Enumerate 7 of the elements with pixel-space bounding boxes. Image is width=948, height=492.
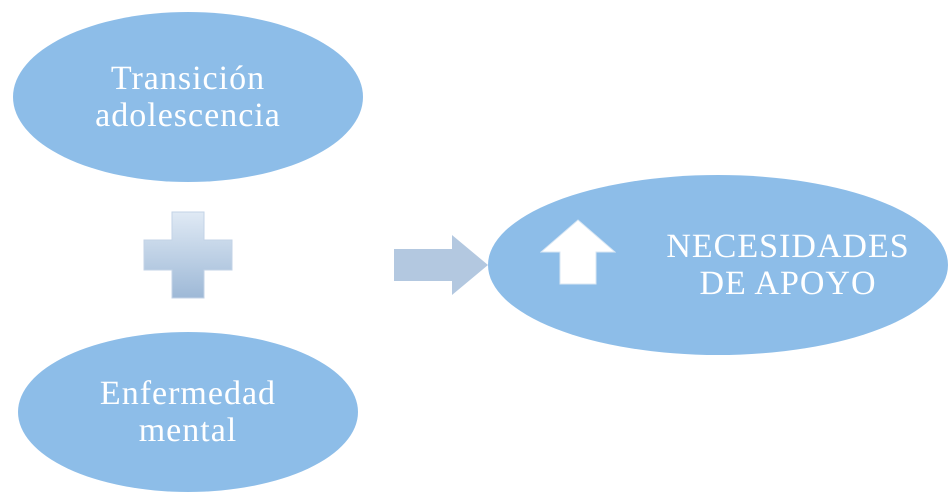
node-label: NECESIDADES DE APOYO: [665, 228, 911, 302]
ellipse-node: [18, 332, 358, 492]
block-arrow: [394, 235, 488, 295]
node-label: Transición adolescencia: [94, 60, 282, 134]
node-label: Enfermedad mental: [98, 374, 278, 450]
ellipse-node: [488, 175, 948, 355]
ellipse-node: [13, 12, 363, 182]
